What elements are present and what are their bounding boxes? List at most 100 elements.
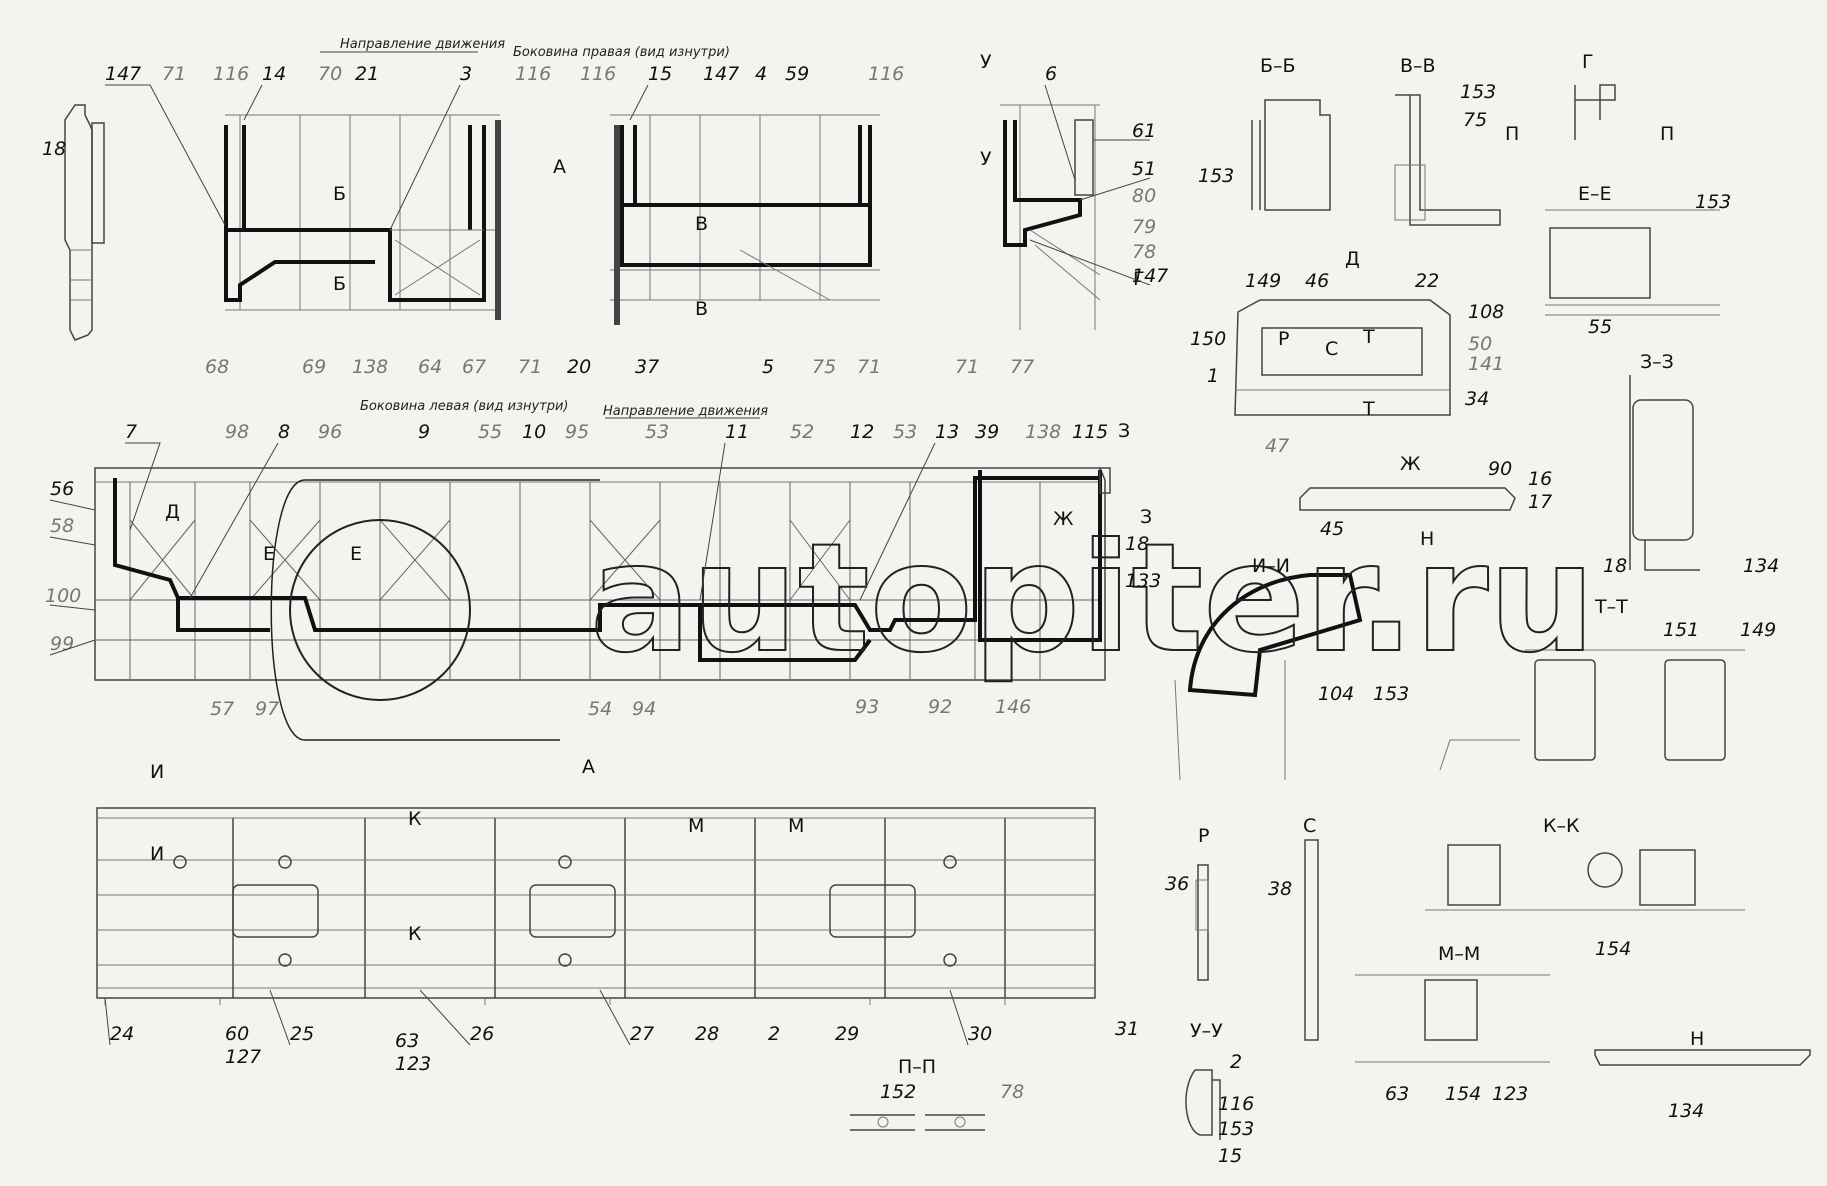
view-letter-i2: И <box>150 843 164 865</box>
left-side-elevation <box>94 467 1111 681</box>
callout: 123 <box>395 1053 431 1075</box>
view-letter-zh: Ж <box>1053 508 1074 530</box>
callout: 146 <box>995 696 1031 718</box>
callout: 116 <box>515 63 551 85</box>
callout: 92 <box>928 696 952 718</box>
callout: 63 <box>1385 1083 1409 1105</box>
watermark-text: autopiter.ru <box>590 512 1595 686</box>
detail-section-bb <box>1251 99 1331 211</box>
view-letter-e1: Е <box>263 543 275 565</box>
view-letter-e2: Е <box>350 543 362 565</box>
callout: 7 <box>125 421 137 443</box>
right-side-rear-section <box>224 114 501 320</box>
callout: 147 <box>703 63 739 85</box>
title-d: Д <box>1345 248 1360 270</box>
callout: 60 <box>225 1023 249 1045</box>
title-ii: И–И <box>1252 555 1290 577</box>
detail-n <box>1594 1049 1811 1066</box>
title-pp: П–П <box>898 1056 936 1078</box>
callout: 78 <box>1132 241 1156 263</box>
callout: 153 <box>1198 165 1234 187</box>
callout: 61 <box>1132 120 1156 142</box>
watermark: autopiter.ru <box>270 479 1596 741</box>
callout: 1 <box>1207 365 1219 387</box>
callout: 153 <box>1373 683 1409 705</box>
callout: 151 <box>1663 619 1699 641</box>
view-letter-u2: У <box>980 148 992 170</box>
callout: 14 <box>262 63 286 85</box>
title-n: Н <box>1690 1028 1704 1050</box>
view-letter-m1: М <box>688 815 704 837</box>
callout: 16 <box>1528 468 1552 490</box>
detail-section-zz <box>1629 375 1700 571</box>
callout: 11 <box>725 421 749 443</box>
callout: 127 <box>225 1046 261 1068</box>
callout: 56 <box>50 478 74 500</box>
title-zz: З–З <box>1640 351 1674 373</box>
callout: 149 <box>1245 270 1281 292</box>
callout: 24 <box>110 1023 134 1045</box>
view-letter-k2: К <box>408 923 422 945</box>
view-letter-z1: З <box>1118 420 1130 442</box>
view-letter-d: Д <box>165 501 180 523</box>
callout: 52 <box>790 421 814 443</box>
right-side-front-fragment <box>64 104 105 341</box>
callout: 50 <box>1468 333 1492 355</box>
callout: 68 <box>205 356 229 378</box>
view-letter-b1: Б <box>333 183 346 205</box>
callout: 141 <box>1468 353 1504 375</box>
callout: 154 <box>1595 938 1631 960</box>
callout: 15 <box>1218 1145 1242 1167</box>
callout: 31 <box>1115 1018 1139 1040</box>
callout: 100 <box>45 585 81 607</box>
view-letter-p2a: П <box>1505 123 1519 145</box>
callout: 71 <box>955 356 979 378</box>
callout: 95 <box>565 421 589 443</box>
leader-lines <box>49 84 1151 1046</box>
caption-right-side: Боковина правая (вид изнутри) <box>513 45 730 60</box>
callout: 99 <box>50 633 74 655</box>
detail-section-uu <box>1185 1069 1221 1140</box>
callout: 30 <box>968 1023 992 1045</box>
callout: 51 <box>1132 158 1156 180</box>
callout: 77 <box>1010 356 1034 378</box>
title-s: С <box>1303 815 1316 837</box>
callout: 75 <box>1463 109 1487 131</box>
title-kk: К–К <box>1543 815 1580 837</box>
callout: 90 <box>1488 458 1512 480</box>
callout: 39 <box>975 421 999 443</box>
detail-zh <box>1299 487 1516 511</box>
caption-motion-top: Направление движения <box>340 37 505 52</box>
detail-section-kk <box>1425 844 1745 911</box>
callout: 58 <box>50 515 74 537</box>
callout: 53 <box>645 421 669 443</box>
callout: 28 <box>695 1023 719 1045</box>
callout: 22 <box>1415 270 1439 292</box>
callout: 67 <box>462 356 486 378</box>
callout: 104 <box>1318 683 1354 705</box>
callout: 134 <box>1743 555 1779 577</box>
callout: 71 <box>162 63 186 85</box>
callout: 153 <box>1460 81 1496 103</box>
callout: 21 <box>355 63 379 85</box>
callout: 8 <box>278 421 290 443</box>
callout: 12 <box>850 421 874 443</box>
callout: 138 <box>1025 421 1061 443</box>
callout: 55 <box>1588 316 1612 338</box>
callout: 54 <box>588 698 612 720</box>
callout: 26 <box>470 1023 494 1045</box>
callout: 79 <box>1132 216 1156 238</box>
callout: 2 <box>1230 1051 1242 1073</box>
callout: 75 <box>812 356 836 378</box>
callout: 38 <box>1268 878 1292 900</box>
callout: 116 <box>1218 1093 1254 1115</box>
title-zh: Ж <box>1400 453 1421 475</box>
callout: 116 <box>868 63 904 85</box>
detail-s <box>1304 839 1319 1041</box>
detail-section-tt <box>1439 649 1745 771</box>
callout: 115 <box>1072 421 1108 443</box>
callout: 29 <box>835 1023 859 1045</box>
callout: 149 <box>1740 619 1776 641</box>
title-mm: М–М <box>1438 943 1480 965</box>
